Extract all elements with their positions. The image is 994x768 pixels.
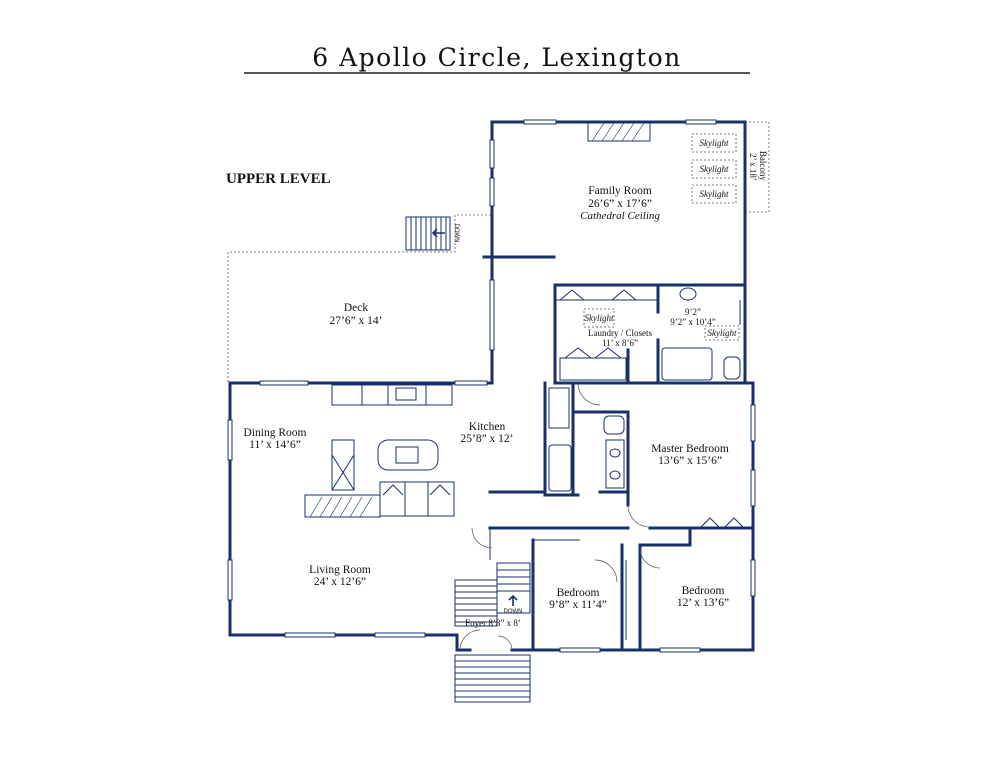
window bbox=[259, 380, 309, 386]
fireplace bbox=[587, 122, 651, 142]
fridge-mark bbox=[331, 454, 355, 491]
linen-closet bbox=[548, 387, 570, 429]
toilet bbox=[603, 415, 625, 435]
bedroom-2-dims: 12’ x 13’6” bbox=[677, 597, 729, 609]
sink bbox=[679, 287, 697, 301]
window bbox=[659, 647, 701, 653]
door-swing bbox=[497, 635, 513, 651]
dining-room-dims: 11’ x 14’6” bbox=[249, 439, 301, 451]
master-bedroom-name: Master Bedroom bbox=[651, 443, 729, 455]
window bbox=[227, 559, 233, 601]
svg-text:Skylight: Skylight bbox=[700, 189, 729, 199]
cooktop bbox=[395, 446, 419, 464]
deck-name: Deck bbox=[344, 302, 369, 314]
toilet bbox=[723, 356, 741, 380]
window bbox=[489, 139, 495, 169]
closet-door bbox=[559, 289, 585, 301]
family-room-note: Cathedral Ceiling bbox=[580, 210, 660, 222]
west-walls bbox=[228, 381, 494, 637]
door-swing bbox=[627, 504, 651, 528]
deck-dims: 27’6” x 14’ bbox=[329, 315, 382, 327]
washer-dryer bbox=[559, 357, 627, 381]
window bbox=[559, 647, 601, 653]
skylight bbox=[691, 133, 737, 153]
laundry-dims: 11’ x 8’6” bbox=[602, 338, 638, 348]
door-swing bbox=[594, 559, 618, 583]
front-steps bbox=[454, 654, 531, 703]
sink bbox=[609, 448, 621, 458]
shower bbox=[548, 444, 572, 492]
closet-door bbox=[699, 517, 721, 529]
closet-door bbox=[611, 289, 637, 301]
svg-text:Skylight: Skylight bbox=[708, 328, 737, 338]
family-room-walls bbox=[490, 120, 747, 385]
deck-stairs: DOWN bbox=[405, 216, 459, 251]
living-room-dims: 24’ x 12’6” bbox=[314, 576, 366, 588]
kitchen-dims: 25’8” x 12’ bbox=[460, 433, 513, 445]
closet-door bbox=[564, 347, 592, 359]
foyer-label: Foyer 8’8” x 8’ bbox=[465, 618, 521, 628]
svg-text:Skylight: Skylight bbox=[700, 164, 729, 174]
skylight bbox=[704, 325, 740, 341]
window bbox=[489, 177, 495, 207]
bath-dims: 9’2” x 10’4” bbox=[670, 317, 715, 327]
svg-text:Skylight: Skylight bbox=[585, 313, 614, 323]
double-vanity bbox=[605, 439, 625, 489]
page-title: 6 Apollo Circle, Lexington bbox=[312, 43, 682, 72]
laundry-walls bbox=[553, 283, 747, 385]
window bbox=[750, 404, 756, 442]
deck-outline bbox=[227, 214, 492, 382]
door-swing bbox=[639, 547, 661, 569]
svg-text:DOWN: DOWN bbox=[453, 224, 459, 243]
dining-room-name: Dining Room bbox=[244, 427, 307, 439]
refrigerator bbox=[331, 439, 355, 491]
living-fireplace bbox=[304, 494, 381, 518]
kitchen-counter bbox=[331, 384, 453, 406]
skylight bbox=[691, 159, 737, 179]
living-room-name: Living Room bbox=[309, 564, 371, 576]
family-room-dims: 26’6” x 17’6” bbox=[588, 198, 652, 210]
closet-door bbox=[723, 517, 745, 529]
bath-dims-1: 9’2” bbox=[685, 307, 701, 317]
cabinet-door bbox=[382, 484, 404, 496]
svg-text:DOWN: DOWN bbox=[504, 609, 523, 615]
window bbox=[750, 469, 756, 507]
bathtub bbox=[661, 347, 713, 381]
door-swing bbox=[471, 527, 493, 549]
door-swing bbox=[577, 382, 601, 406]
family-room-name: Family Room bbox=[588, 185, 652, 197]
window bbox=[454, 380, 488, 386]
front-door-swing bbox=[459, 629, 481, 651]
skylight bbox=[691, 184, 737, 204]
kitchen-name: Kitchen bbox=[469, 421, 506, 433]
east-walls bbox=[531, 381, 755, 652]
svg-text:Skylight: Skylight bbox=[700, 138, 729, 148]
balcony-label: Balcony 2’ x 18’ bbox=[748, 151, 768, 183]
window bbox=[284, 632, 336, 638]
master-bedroom-dims: 13’6” x 15’6” bbox=[658, 455, 722, 467]
bedroom-2-name: Bedroom bbox=[682, 585, 725, 597]
closet-door bbox=[594, 347, 622, 359]
sink bbox=[609, 470, 621, 480]
window bbox=[227, 419, 233, 461]
window bbox=[374, 632, 426, 638]
window bbox=[523, 119, 557, 125]
window bbox=[685, 119, 717, 125]
sliding-door bbox=[489, 279, 495, 351]
kitchen-sink bbox=[395, 387, 417, 401]
level-label: UPPER LEVEL bbox=[226, 171, 331, 187]
window bbox=[750, 559, 756, 597]
cabinet-door bbox=[429, 484, 451, 496]
bedroom-1-dims: 9’8” x 11’4” bbox=[549, 599, 607, 611]
balcony-outline bbox=[744, 121, 770, 213]
laundry-name: Laundry / Closets bbox=[588, 328, 652, 338]
bedroom-1-name: Bedroom bbox=[557, 587, 600, 599]
foyer-stairs-down: DOWN bbox=[454, 562, 531, 627]
